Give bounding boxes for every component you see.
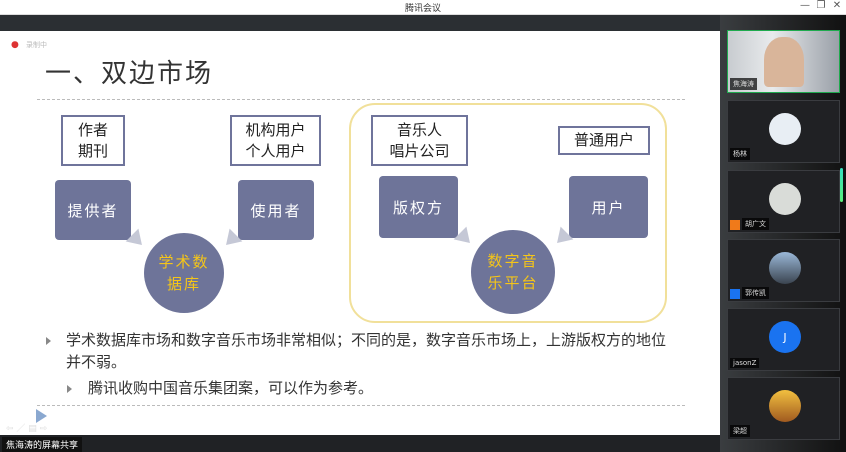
digital-music-platform-circle: 数字音 乐平台	[471, 230, 555, 314]
participant-name: 杨林	[730, 148, 750, 160]
avatar: J	[769, 321, 801, 353]
shared-slide: ● 录制中 一、双边市场 作者 期刊 机构用户 个人用户 提供者 使用者 学术数…	[0, 31, 720, 435]
participant-name: 梁超	[730, 425, 750, 437]
divider	[37, 99, 685, 100]
avatar	[769, 113, 801, 145]
user-box: 使用者	[238, 180, 314, 240]
restore-button[interactable]: ❐	[816, 0, 826, 11]
ordinary-user-box: 普通用户	[558, 126, 650, 155]
music-user-box: 用户	[569, 176, 648, 238]
host-icon	[730, 220, 740, 230]
copyright-holder-box: 版权方	[379, 176, 458, 238]
bullet-icon	[67, 385, 72, 393]
participant-tile[interactable]: J jasonZ	[727, 308, 840, 371]
divider	[37, 405, 685, 406]
participant-name: 胡广文	[742, 218, 769, 230]
panel-scrollbar[interactable]	[840, 168, 843, 202]
provider-box: 提供者	[55, 180, 131, 240]
share-toolbar	[0, 15, 720, 31]
participant-tile[interactable]: 郭传凯	[727, 239, 840, 302]
title-bar: 腾讯会议 — ❐ ✕	[0, 0, 846, 15]
participant-name: 郭传凯	[742, 287, 769, 299]
bullet-text: 学术数据库市场和数字音乐市场非常相似；不同的是，数字音乐市场上，上游版权方的地位…	[66, 331, 667, 371]
sub-bullet-text: 腾讯收购中国音乐集团案，可以作为参考。	[88, 379, 374, 397]
participant-tile[interactable]: 杨林	[727, 100, 840, 163]
participant-tile[interactable]: 梁超	[727, 377, 840, 440]
screen-share-label: 焦海涛的屏幕共享	[2, 437, 83, 452]
participant-tile[interactable]: 焦海涛	[727, 30, 840, 93]
play-icon[interactable]	[36, 409, 47, 423]
cohost-icon	[730, 289, 740, 299]
institution-user-box: 机构用户 个人用户	[230, 115, 321, 166]
musician-label-box: 音乐人 唱片公司	[371, 115, 468, 166]
video-feed	[764, 37, 804, 87]
slide-title: 一、双边市场	[45, 59, 214, 89]
author-journal-box: 作者 期刊	[61, 115, 125, 166]
music-market-frame	[349, 103, 667, 323]
participant-tile[interactable]: 胡广文	[727, 170, 840, 233]
window-title: 腾讯会议	[404, 4, 441, 14]
avatar	[769, 252, 801, 284]
bullet-icon	[46, 337, 51, 345]
participant-name: 焦海涛	[730, 78, 757, 90]
recording-icon: ●	[11, 40, 19, 50]
participant-name: jasonZ	[730, 358, 760, 368]
academic-database-circle: 学术数 据库	[144, 233, 224, 313]
avatar	[769, 183, 801, 215]
avatar	[769, 390, 801, 422]
status-bar: 焦海涛的屏幕共享	[0, 435, 720, 452]
close-button[interactable]: ✕	[832, 0, 842, 11]
recording-label: 录制中	[26, 41, 47, 49]
minimize-button[interactable]: —	[800, 0, 810, 11]
slide-nav-icons[interactable]: ⇦ ／ ▤ ⇨	[6, 424, 48, 434]
